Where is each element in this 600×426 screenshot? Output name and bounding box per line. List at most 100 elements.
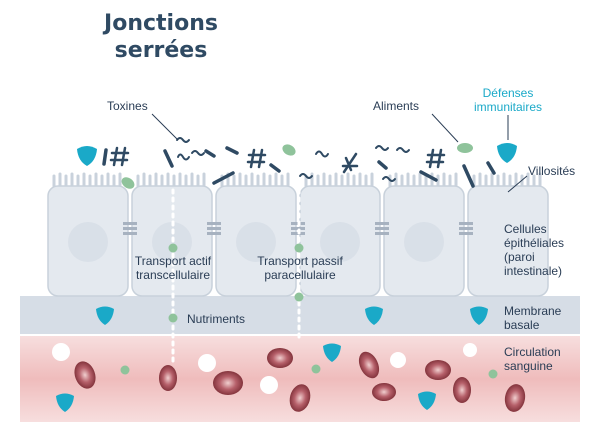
transport-paths <box>171 188 301 367</box>
cellules-line-4: intestinale) <box>504 264 563 278</box>
page-title: Jonctions serrées <box>96 10 226 64</box>
transport-actif-line-2: transcellulaire <box>135 268 211 282</box>
toxin-icon <box>163 149 174 168</box>
shield-icon <box>77 146 97 166</box>
toxin-icon <box>462 164 475 188</box>
villosites-label: Villosités <box>528 164 576 178</box>
toxin-icon <box>396 147 410 153</box>
shield-icon <box>418 391 436 410</box>
toxins <box>102 137 496 188</box>
epithelial-cell <box>215 172 297 297</box>
defenses-line-1: Défenses <box>482 86 534 100</box>
circulation-line-2: sanguine <box>504 359 553 373</box>
tight-junction-icon <box>207 222 221 235</box>
transport-actif-label: Transport actif transcellulaire <box>124 254 222 282</box>
red-blood-cell-icon <box>358 351 380 379</box>
white-blood-cells <box>52 343 477 394</box>
white-blood-cell-icon <box>52 343 70 361</box>
nutrients <box>120 243 498 379</box>
nutrient-dot-icon <box>294 243 304 253</box>
shield-icon <box>96 306 114 325</box>
defenses-label: Défenses immunitaires <box>462 86 554 114</box>
toxin-icon <box>377 160 388 170</box>
defense-shields <box>56 143 517 412</box>
toxin-icon <box>382 176 396 182</box>
toxin-icon <box>486 161 496 175</box>
toxin-icon <box>212 171 235 185</box>
shield-icon <box>365 306 383 325</box>
cellules-line-2: épithéliales <box>504 236 565 250</box>
red-blood-cell-icon <box>453 377 471 403</box>
nutrient-dot-icon <box>120 365 130 375</box>
white-blood-cell-icon <box>260 376 278 394</box>
toxin-icon <box>204 149 216 158</box>
nutrient-dot-icon <box>488 369 498 379</box>
epithelial-cell-layer <box>47 172 549 297</box>
defenses-line-2: immunitaires <box>473 100 542 114</box>
aliments-leader <box>431 113 459 143</box>
epithelial-cell <box>299 172 381 297</box>
red-blood-cell-icon <box>425 360 451 380</box>
cellules-line-1: Cellules <box>504 222 547 236</box>
food-particle-icon <box>121 177 135 189</box>
toxin-icon <box>269 163 281 173</box>
transport-actif-line-1: Transport actif <box>134 254 212 268</box>
toxin-icon <box>341 152 359 174</box>
circulation-label: Circulation sanguine <box>504 345 561 373</box>
toxin-icon <box>419 170 438 182</box>
epithelial-cell <box>383 172 465 297</box>
toxin-icon <box>176 137 190 143</box>
white-blood-cell-icon <box>390 352 406 368</box>
shield-icon <box>470 306 488 325</box>
toxin-icon <box>225 146 239 155</box>
toxin-icon <box>315 150 329 158</box>
shield-icon <box>497 143 517 163</box>
red-blood-cell-icon <box>267 348 293 368</box>
tight-junction-icon <box>123 222 137 235</box>
red-blood-cell-icon <box>372 383 396 401</box>
red-blood-cell-icon <box>74 361 96 389</box>
nutrient-dot-icon <box>294 292 304 302</box>
cellules-label: Cellules épithéliales (paroi intestinale… <box>504 222 564 278</box>
food-particle-icon <box>282 144 296 156</box>
membrane-line-1: Membrane <box>504 304 562 318</box>
shield-icon <box>323 343 341 362</box>
epithelial-cell <box>467 172 549 297</box>
toxin-icon <box>425 148 446 169</box>
red-blood-cell-icon <box>504 384 526 412</box>
membrane-label: Membrane basale <box>504 304 561 332</box>
toxines-label: Toxines <box>107 99 148 113</box>
toxines-leader <box>151 113 179 141</box>
leader-lines <box>151 113 528 193</box>
food-particles <box>121 143 473 189</box>
food-particle-icon <box>457 143 473 153</box>
toxin-icon <box>177 153 190 161</box>
red-blood-cells <box>74 348 526 412</box>
nutriments-label: Nutriments <box>187 312 246 326</box>
epithelial-cell <box>47 172 129 297</box>
transport-passif-label: Transport passif paracellulaire <box>246 254 354 282</box>
nutrient-dot-icon <box>168 243 178 253</box>
red-blood-cell-icon <box>213 371 243 395</box>
toxin-icon <box>102 148 108 166</box>
red-blood-cell-icon <box>289 384 311 412</box>
title-line-2: serrées <box>114 38 208 63</box>
nutrient-dot-icon <box>311 364 321 374</box>
tight-junction-icon <box>375 222 389 235</box>
toxin-icon <box>191 150 205 156</box>
toxin-icon <box>246 148 267 169</box>
toxin-icon <box>375 145 389 151</box>
tight-junction-icon <box>459 222 473 235</box>
aliments-label: Aliments <box>373 99 420 113</box>
circulation-line-1: Circulation <box>504 345 561 359</box>
title-line-1: Jonctions <box>104 11 218 36</box>
toxin-icon <box>109 146 130 167</box>
white-blood-cell-icon <box>198 354 216 372</box>
membrane-line-2: basale <box>504 318 540 332</box>
transport-passif-line-2: paracellulaire <box>264 268 336 282</box>
shield-icon <box>56 393 74 412</box>
transport-passif-line-1: Transport passif <box>257 254 343 268</box>
villosites-leader <box>507 175 528 193</box>
toxin-icon <box>299 173 313 179</box>
